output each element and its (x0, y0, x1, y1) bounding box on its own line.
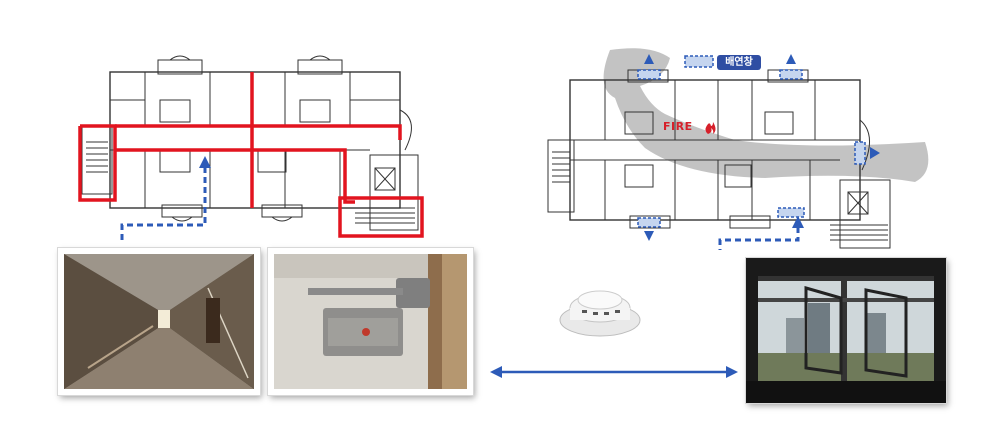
door-closer-photo (268, 248, 473, 395)
fire-label: FIRE (663, 120, 693, 133)
smoke-vent-window-photo (746, 258, 946, 403)
smoke-detector (559, 290, 641, 337)
arrow-up-icon (644, 54, 654, 64)
arrow-up-icon (792, 216, 804, 228)
smoke-vent-label: 배연창 (717, 55, 761, 70)
arrow-up-icon (199, 156, 211, 168)
smoke-plume (603, 48, 929, 183)
fire-icon (705, 122, 716, 134)
right-floor-plan (547, 48, 929, 250)
arrow-right-icon (870, 147, 880, 159)
fire-compartment-outline (78, 72, 424, 238)
left-floor-plan (78, 55, 424, 240)
arrow-up-icon (786, 54, 796, 64)
corridor-photo (58, 248, 260, 395)
double-arrow-icon (490, 366, 738, 378)
arrow-down-icon (644, 231, 654, 241)
